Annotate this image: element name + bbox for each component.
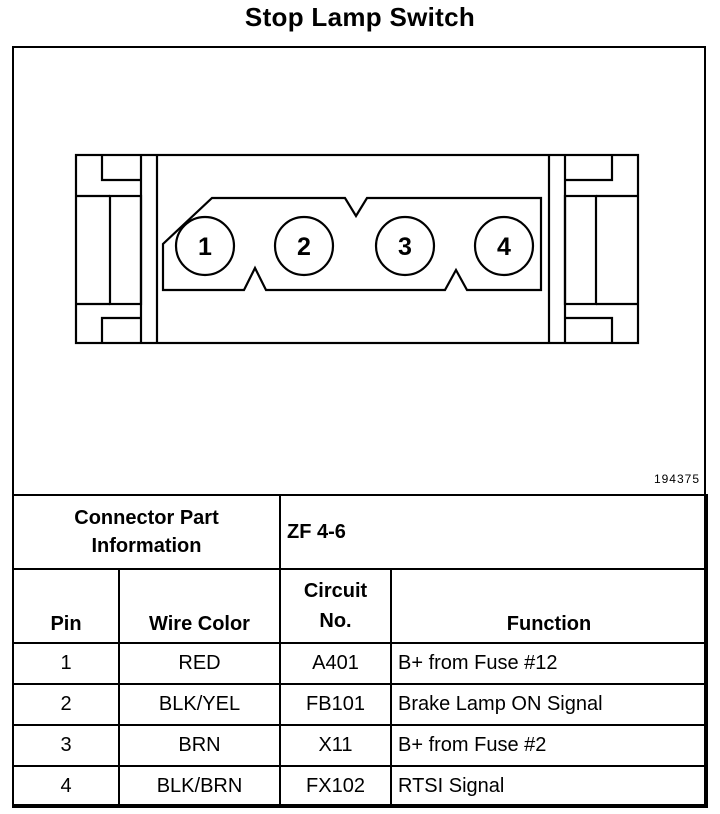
pin-4-label: 4: [497, 233, 511, 261]
pin-group: 1 2 3 4: [174, 215, 535, 277]
pin-cell: 3: [12, 724, 120, 767]
header-circuit-line1: Circuit: [303, 580, 368, 602]
pin-cavity-outline: [161, 196, 543, 292]
connector-part-value: ZF 4-6: [279, 494, 708, 570]
function-cell: B+ from Fuse #12: [390, 642, 708, 685]
part-number: 194375: [654, 472, 700, 486]
pin-4-circle: [473, 215, 535, 277]
page-title: Stop Lamp Switch: [244, 2, 476, 32]
circuit-cell: FB101: [279, 683, 392, 726]
connector-part-label-line1: Connector Part: [74, 507, 219, 529]
connector-body: [74, 153, 640, 345]
table-row: 2 BLK/YEL FB101 Brake Lamp ON Signal: [12, 683, 708, 726]
wire-color-cell: RED: [118, 642, 281, 685]
pin-1-circle: [174, 215, 236, 277]
connector-info-table: Connector Part Information ZF 4-6 Pin Wi…: [12, 494, 708, 808]
circuit-cell: FX102: [279, 765, 392, 808]
pin-2-circle: [273, 215, 335, 277]
right-latch: [547, 155, 638, 343]
circuit-cell: A401: [279, 642, 392, 685]
header-wire-color: Wire Color: [118, 568, 281, 644]
table-header-row: Pin Wire Color Circuit No. Function: [12, 568, 708, 644]
function-cell: B+ from Fuse #2: [390, 724, 708, 767]
pin-cell: 1: [12, 642, 120, 685]
wire-color-cell: BLK/YEL: [118, 683, 281, 726]
table-row: 1 RED A401 B+ from Fuse #12: [12, 642, 708, 685]
connector-part-label: Connector Part Information: [12, 494, 281, 570]
wire-color-cell: BRN: [118, 724, 281, 767]
function-cell: Brake Lamp ON Signal: [390, 683, 708, 726]
left-latch: [76, 155, 159, 343]
pin-3-label: 3: [398, 233, 412, 261]
connector-part-label-line2: Information: [91, 535, 202, 557]
header-pin: Pin: [12, 568, 120, 644]
circuit-cell: X11: [279, 724, 392, 767]
wire-color-cell: BLK/BRN: [118, 765, 281, 808]
connector-diagram: 1 2 3 4 194375: [74, 153, 700, 486]
header-circuit: Circuit No.: [279, 568, 392, 644]
pin-cell: 2: [12, 683, 120, 726]
pin-3-circle: [374, 215, 436, 277]
header-circuit-line2: No.: [319, 610, 352, 632]
table-row: 4 BLK/BRN FX102 RTSI Signal: [12, 765, 708, 808]
header-function: Function: [390, 568, 708, 644]
function-cell: RTSI Signal: [390, 765, 708, 808]
pin-cell: 4: [12, 765, 120, 808]
pin-2-label: 2: [297, 233, 311, 261]
pin-1-label: 1: [198, 233, 212, 261]
connector-part-row: Connector Part Information ZF 4-6: [12, 494, 708, 570]
table-row: 3 BRN X11 B+ from Fuse #2: [12, 724, 708, 767]
